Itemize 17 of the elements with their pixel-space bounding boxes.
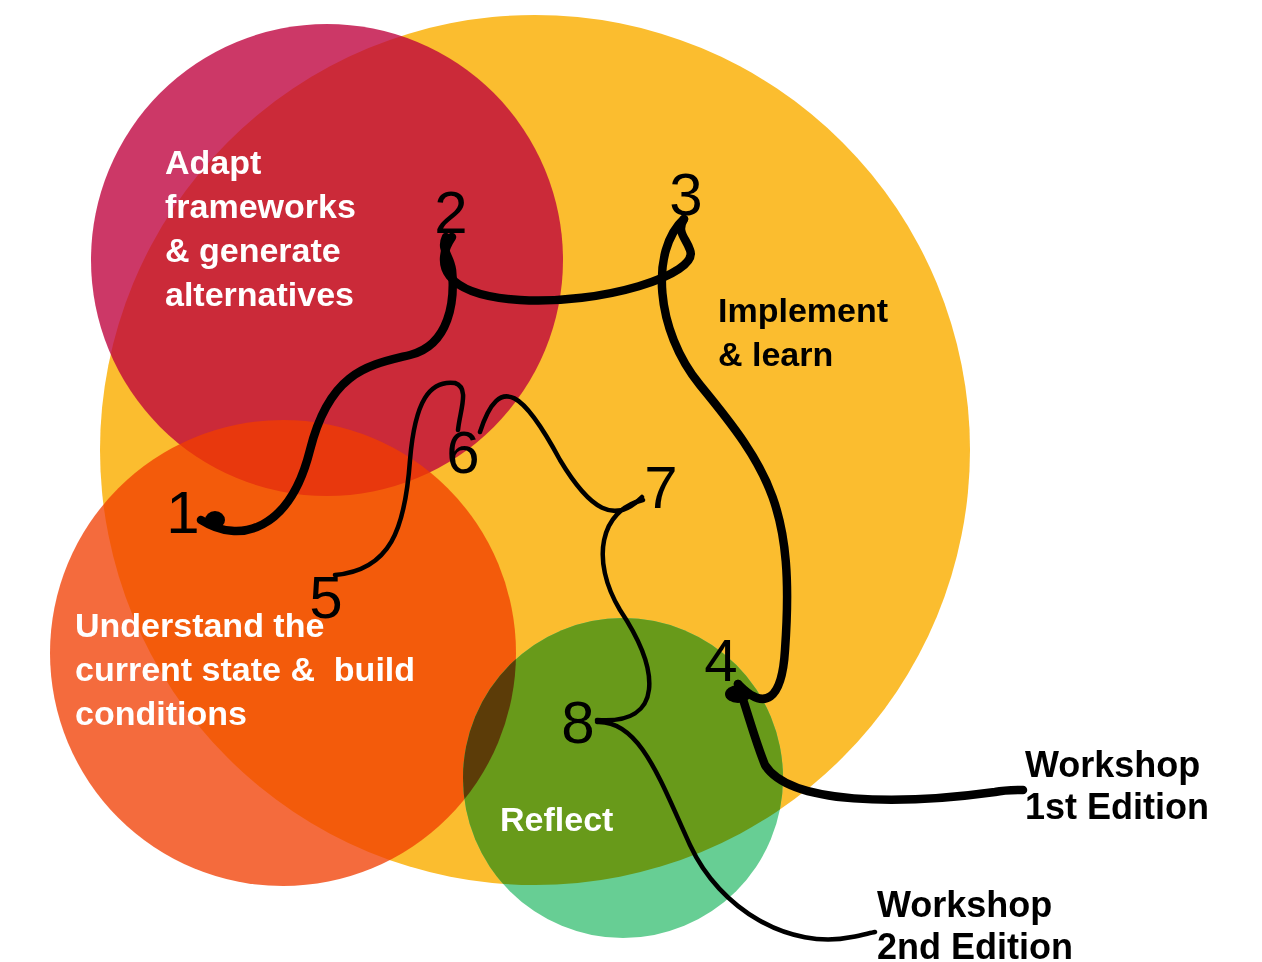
stage-label: Adapt frameworks & generate alternatives: [165, 142, 357, 315]
stage-label: Reflect: [500, 799, 615, 840]
step-number: 8: [560, 700, 596, 746]
workshop-path-line: [657, 214, 792, 703]
workshop-path-line: [725, 679, 1028, 804]
step-number: 3: [668, 172, 704, 218]
workshop-label: Workshop 1st Edition: [1025, 744, 1255, 828]
workshop-path-line: [477, 394, 645, 514]
workshop-path-line: [594, 719, 878, 942]
step-number: 2: [433, 190, 469, 236]
stage-label: Implement & learn: [718, 290, 890, 375]
step-number: 1: [165, 490, 201, 536]
workshop-path-line: [196, 232, 457, 536]
workshop-path-line: [594, 497, 652, 723]
workshop-path-line: [332, 380, 466, 578]
step-number: 7: [643, 465, 679, 511]
workshop-label: Workshop 2nd Edition: [877, 884, 1107, 962]
